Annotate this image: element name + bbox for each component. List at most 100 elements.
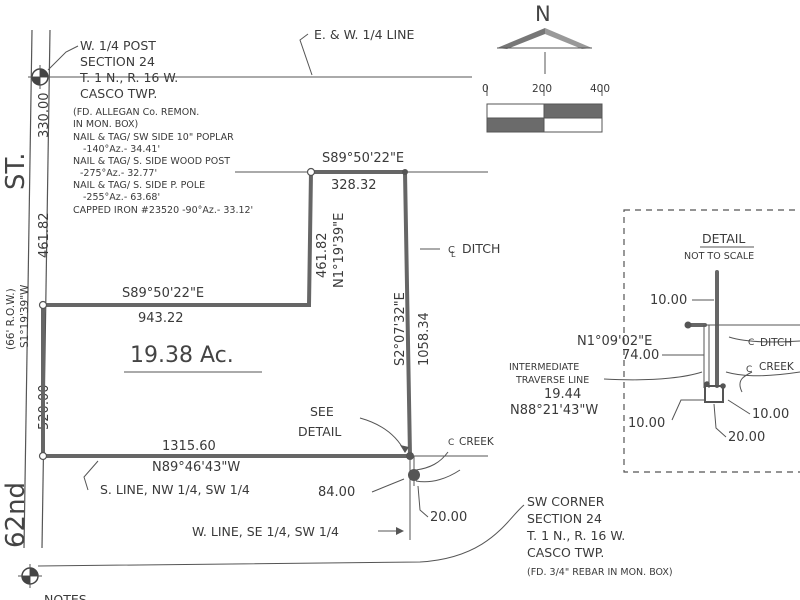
s-line-label: S. LINE, NW 1/4, SW 1/4: [100, 482, 250, 497]
corner-marker: [38, 300, 48, 310]
w-post-note-2: IN MON. BOX): [73, 119, 138, 130]
detail-creek-label: CREEK: [759, 361, 795, 373]
detail-corner-marker: [720, 383, 726, 389]
sw-corner-line-2: SECTION 24: [527, 511, 602, 526]
ew-line-label: E. & W. 1/4 LINE: [314, 27, 415, 42]
corner-marker: [402, 169, 408, 175]
scale-tick-400: 400: [590, 83, 610, 95]
dim-84-leader: [371, 478, 405, 493]
w-line-arrow-icon: [396, 527, 404, 535]
street-name-upper: ST.: [1, 152, 31, 190]
corner-marker: [38, 451, 48, 461]
scale-bar: [486, 85, 603, 133]
ditch-cl-mark: C: [448, 245, 455, 256]
sw-corner-leader: [37, 504, 525, 567]
w-post-note-1: (FD. ALLEGAN Co. REMON.: [73, 107, 199, 118]
detail-traverse-box: [704, 385, 724, 403]
detail-creek-leader: [739, 371, 753, 393]
w-quarter-post-icon: [28, 65, 52, 89]
sw-corner-note: (FD. 3/4" REBAR IN MON. BOX): [527, 567, 673, 578]
parcel-boundary: [41, 170, 413, 458]
detail-dim-74: 74.00: [622, 348, 659, 363]
top-cropped-text: — — —, — — — — — — — — — — —: [0, 0, 231, 1]
detail-traverse-bearing: N88°21'43"W: [510, 403, 598, 418]
detail-ditch-line: [728, 336, 800, 343]
w-post-note-7: NAIL & TAG/ S. SIDE P. POLE: [73, 180, 205, 191]
detail-20-leader: [713, 403, 727, 438]
detail-creek-cl-mark: C: [746, 365, 752, 375]
w-post-line-3: T. 1 N., R. 16 W.: [79, 70, 178, 85]
dim-bottom-20: 20.00: [430, 510, 467, 525]
detail-dim-10-right: 10.00: [752, 407, 789, 422]
w-post-note-4: -140°Az.- 34.41': [83, 144, 160, 155]
dim-mid-dist: 943.22: [138, 311, 184, 326]
creek-leader: [415, 451, 449, 471]
see-detail-2: DETAIL: [298, 424, 341, 439]
dim-20-leader: [417, 485, 429, 518]
dim-east-bearing: S2°07'32"E: [393, 292, 408, 366]
detail-dim-10-left: 10.00: [628, 416, 665, 431]
detail-ditch-cl-mark: C: [748, 338, 754, 348]
road-row-label: (66' R.O.W.): [5, 288, 17, 350]
detail-10-right-leader: [727, 399, 751, 415]
ditch-label: DITCH: [462, 241, 500, 256]
parcel-area: 19.38 Ac.: [130, 343, 234, 368]
creek-line: [415, 469, 461, 483]
dim-south-dist: 1315.60: [162, 439, 216, 454]
detail-dim-1944: 19.44: [544, 387, 581, 402]
ditch-cl-sub: L: [451, 250, 456, 259]
dim-bottom-84: 84.00: [318, 485, 355, 500]
detail-title: DETAIL: [702, 231, 745, 246]
w-post-note-6: -275°Az.- 32.77': [80, 168, 157, 179]
sw-corner-line-3: T. 1 N., R. 16 W.: [526, 528, 625, 543]
detail-traverse-1: INTERMEDIATE: [509, 362, 579, 373]
ew-line-leader: [299, 33, 313, 76]
detail-corner-marker: [684, 321, 692, 329]
dim-top-dist: 328.32: [331, 178, 377, 193]
detail-dim-10-top: 10.00: [650, 293, 687, 308]
detail-ditch-label: DITCH: [760, 337, 792, 349]
detail-traverse-leader: [603, 371, 703, 381]
dim-west-330: 330.00: [37, 93, 52, 139]
w-post-line-2: SECTION 24: [80, 54, 155, 69]
north-arrow-icon: [497, 28, 592, 74]
north-letter: N: [535, 2, 551, 26]
w-post-note-8: -255°Az.- 63.68': [83, 192, 160, 203]
dim-mid-bearing: S89°50'22"E: [122, 286, 204, 301]
detail-10-left-leader: [671, 399, 704, 421]
sw-corner-line-4: CASCO TWP.: [527, 545, 604, 560]
sw-corner-line-1: SW CORNER: [527, 494, 605, 509]
w-post-note-9: CAPPED IRON #23520 -90°Az.- 33.12': [73, 205, 253, 216]
dim-top-bearing: S89°50'22"E: [322, 151, 404, 166]
w-post-note-3: NAIL & TAG/ SW SIDE 10" POPLAR: [73, 132, 234, 143]
w-line-label: W. LINE, SE 1/4, SW 1/4: [192, 524, 339, 539]
creek-label: CREEK: [459, 436, 495, 448]
detail-bearing: N1°09'02"E: [577, 334, 652, 349]
see-detail-arrow-icon: [400, 445, 409, 453]
w-post-line-4: CASCO TWP.: [80, 86, 157, 101]
sw-corner-icon: [18, 564, 42, 588]
s-line-leader: [83, 460, 99, 491]
road-lines: [23, 29, 51, 549]
w-post-note-5: NAIL & TAG/ S. SIDE WOOD POST: [73, 156, 230, 167]
bottom-notes: NOTES: [44, 592, 87, 600]
street-name-lower: 62nd: [1, 482, 31, 548]
detail-dim-20: 20.00: [728, 430, 765, 445]
see-detail-1: SEE: [310, 404, 334, 419]
scale-tick-0: 0: [482, 83, 489, 95]
dim-east-dist: 1058.34: [417, 312, 432, 366]
corner-marker: [306, 167, 316, 177]
detail-creek-line: [725, 371, 800, 377]
dim-south-bearing: N89°46'43"W: [152, 460, 240, 475]
w-post-line-1: W. 1/4 POST: [80, 38, 156, 53]
dim-inner-dist: 461.82: [315, 233, 330, 279]
creek-cl-mark: C: [448, 438, 454, 448]
dim-inner-bearing: N1°19'39"E: [332, 213, 347, 288]
detail-subtitle: NOT TO SCALE: [684, 251, 754, 262]
dim-west-461: 461.82: [37, 213, 52, 259]
see-detail-leader: [359, 417, 406, 453]
road-bearing: S1°19'39"W: [19, 284, 31, 348]
scale-tick-200: 200: [532, 83, 552, 95]
detail-corner-marker: [704, 381, 710, 387]
